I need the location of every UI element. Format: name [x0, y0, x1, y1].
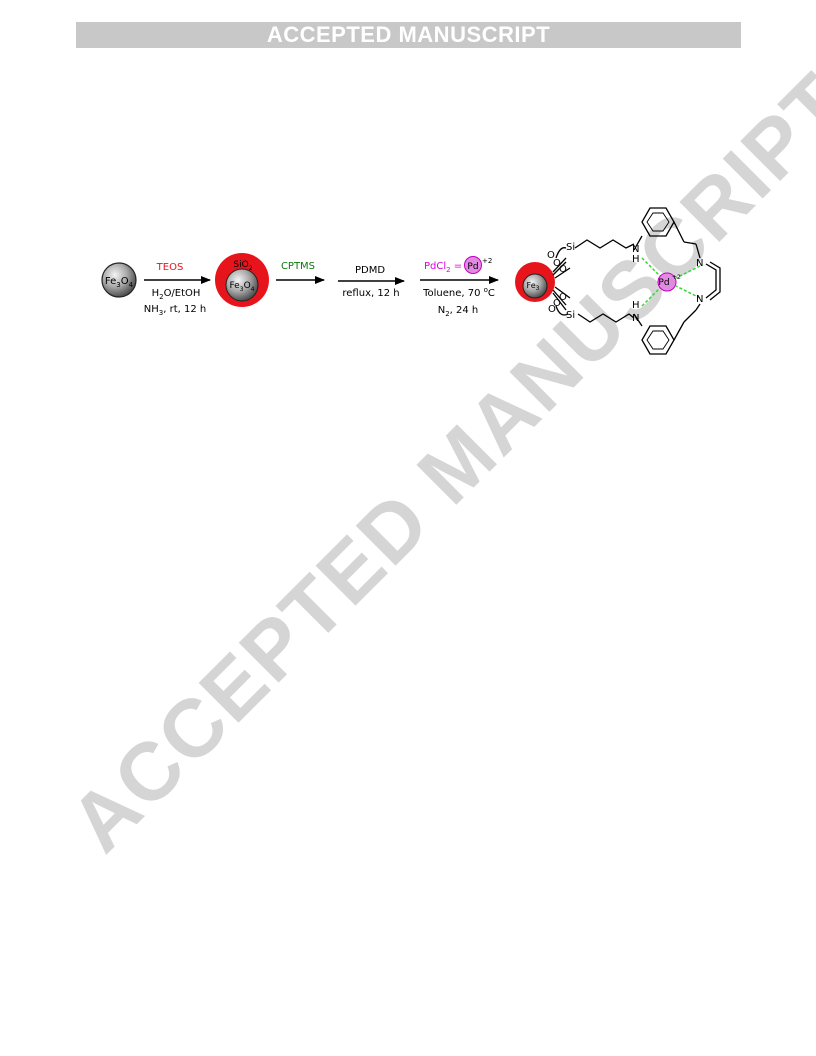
product-pd-circle: [657, 272, 677, 292]
pdmd-label: PDMD: [355, 265, 385, 276]
fe3o4-particle: Fe3O4: [101, 262, 137, 298]
sio2-label: SiO2: [233, 260, 252, 272]
step4-cond-a: Toluene, 70 oC: [422, 286, 495, 299]
step3-cond: reflux, 12 h: [342, 288, 399, 299]
product-pd-label: Pd: [658, 278, 669, 288]
pd-ion-circle: [464, 256, 482, 274]
o-upper-1: O: [547, 250, 555, 261]
o-lower-1: O: [559, 292, 567, 303]
step1-cond-a: H2O/EtOH: [152, 288, 201, 301]
n-upper: N: [632, 244, 639, 255]
h-lower: H: [632, 300, 640, 311]
accepted-manuscript-banner: ACCEPTED MANUSCRIPT: [76, 22, 741, 48]
step1-cond-b: NH3, rt, 12 h: [144, 304, 206, 317]
banner-text: ACCEPTED MANUSCRIPT: [266, 22, 551, 47]
teos-label: TEOS: [156, 262, 184, 273]
product-structure: [552, 207, 721, 355]
o-lower-3: O: [548, 304, 556, 315]
core-fe3o4-label: Fe3O4: [230, 281, 255, 293]
product-pd-charge: +2: [672, 274, 681, 281]
product-core-label: Fe3: [527, 281, 540, 292]
product-particle: Fe3: [515, 262, 555, 302]
o-upper-3: O: [559, 264, 567, 275]
step4-cond-b: N2, 24 h: [438, 305, 479, 318]
n-lower: N: [632, 313, 639, 324]
fe3o4-label: Fe3O4: [105, 276, 134, 289]
si-lower: Si: [566, 310, 575, 321]
cptms-label: CPTMS: [281, 261, 315, 272]
coordination-bonds: [641, 257, 701, 307]
h-upper: H: [632, 254, 640, 265]
si-upper: Si: [566, 242, 575, 253]
pd-ion-charge: +2: [482, 257, 492, 265]
n-imine-upper: N: [696, 258, 703, 269]
o-upper-2: O: [553, 258, 561, 269]
o-lower-2: O: [553, 298, 561, 309]
pdcl2-label: PdCl2 =: [424, 261, 462, 274]
fe3o4-sio2-particle: SiO2 Fe3O4: [215, 253, 269, 307]
n-imine-lower: N: [696, 294, 703, 305]
pd-ion-label: Pd: [467, 262, 478, 272]
